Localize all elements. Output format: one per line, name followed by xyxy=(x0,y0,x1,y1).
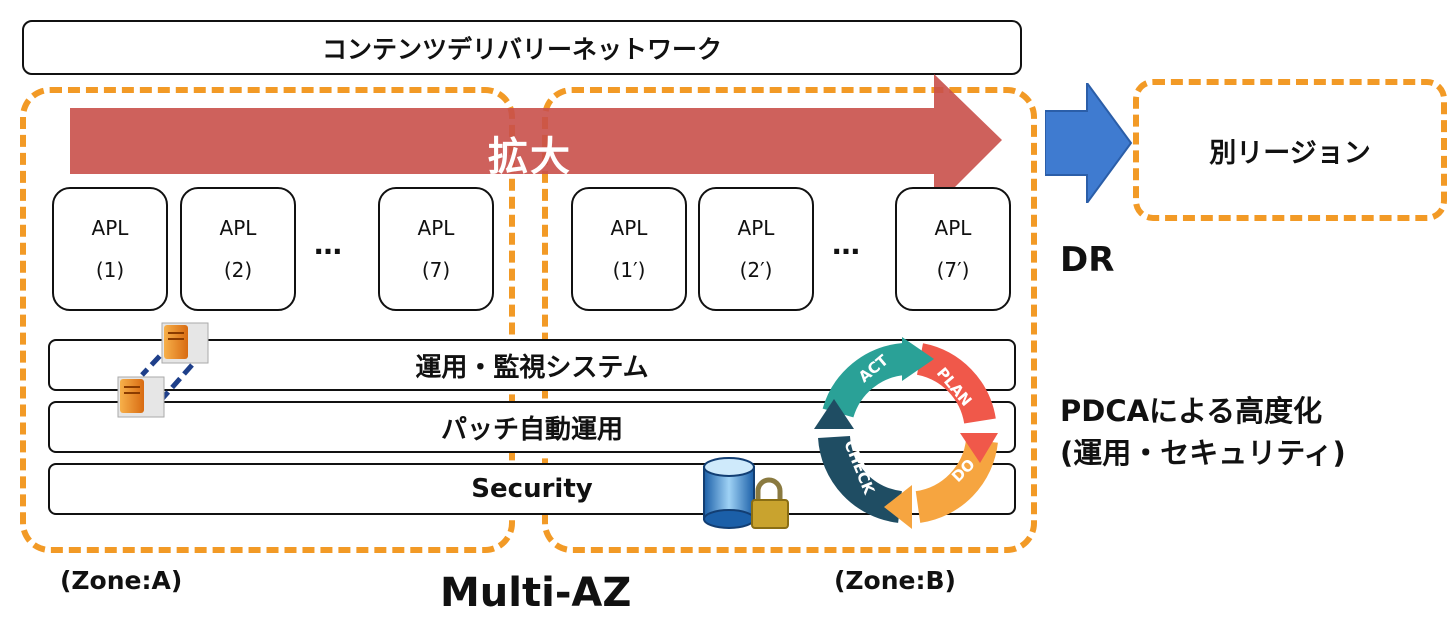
app-card-a1: APL (1) xyxy=(52,187,168,311)
app-number: (2′) xyxy=(739,258,773,282)
pdca-cycle-icon: ACT PLAN DO CHECK xyxy=(814,337,998,529)
ellipsis-a: … xyxy=(314,228,348,261)
pdca-subtitle: (運用・セキュリティ) xyxy=(1060,436,1346,470)
app-number: (2) xyxy=(223,258,253,282)
multi-az-label: Multi-AZ xyxy=(440,570,632,616)
app-number: (7) xyxy=(421,258,451,282)
app-card-b2: APL (2′) xyxy=(698,187,814,311)
zone-b-boundary xyxy=(542,87,1037,553)
app-name: APL xyxy=(934,216,972,240)
app-card-a7: APL (7) xyxy=(378,187,494,311)
zone-a-label: (Zone:A) xyxy=(60,566,183,595)
dr-label: DR xyxy=(1060,240,1115,280)
expand-arrow xyxy=(70,74,1002,208)
app-card-b1: APL (1′) xyxy=(571,187,687,311)
ellipsis-b: … xyxy=(832,228,866,261)
app-card-b7: APL (7′) xyxy=(895,187,1011,311)
app-name: APL xyxy=(91,216,129,240)
dr-arrow xyxy=(1045,83,1133,203)
secure-database-icon xyxy=(703,457,789,529)
ops-monitoring-label: 運用・監視システム xyxy=(415,352,649,383)
zone-b-label: (Zone:B) xyxy=(834,566,956,595)
app-number: (1′) xyxy=(612,258,646,282)
cdn-label: コンテンツデリバリーネットワーク xyxy=(321,34,722,64)
other-region-box: 別リージョン xyxy=(1133,79,1447,221)
server-replication-icon xyxy=(117,322,209,418)
cdn-box: コンテンツデリバリーネットワーク xyxy=(22,20,1022,75)
app-name: APL xyxy=(610,216,648,240)
app-number: (7′) xyxy=(936,258,970,282)
security-label: Security xyxy=(471,474,593,504)
app-name: APL xyxy=(737,216,775,240)
zone-a-boundary xyxy=(20,87,515,553)
app-name: APL xyxy=(219,216,257,240)
patch-automation-label: パッチ自動運用 xyxy=(440,414,623,445)
pdca-title: PDCAによる高度化 xyxy=(1060,394,1323,428)
other-region-label: 別リージョン xyxy=(1209,137,1371,169)
app-name: APL xyxy=(417,216,455,240)
app-number: (1) xyxy=(95,258,125,282)
expand-label: 拡大 xyxy=(488,134,572,180)
app-card-a2: APL (2) xyxy=(180,187,296,311)
